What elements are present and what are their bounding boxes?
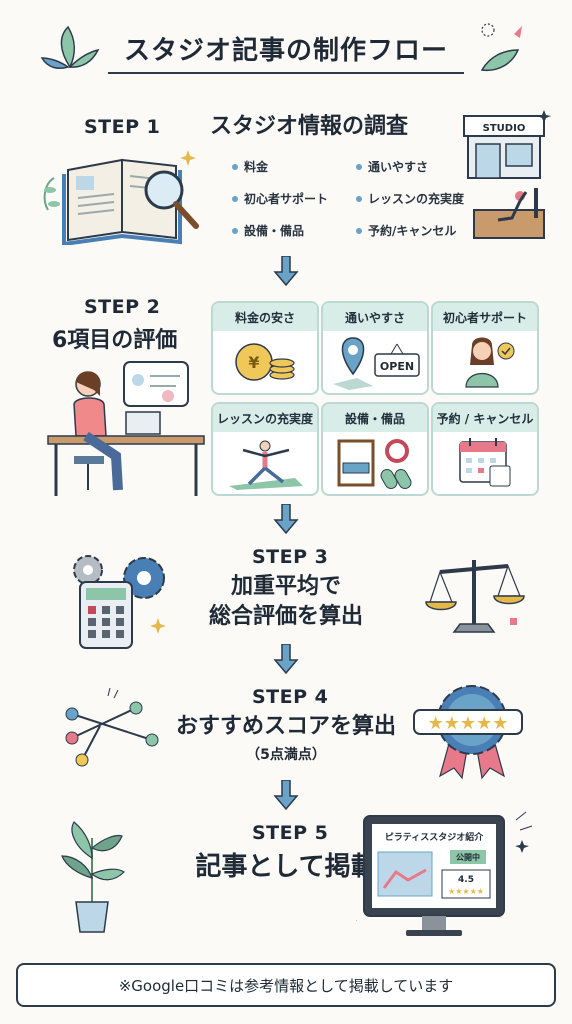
flow-arrow-2-icon <box>273 504 299 534</box>
map-pin-open-sign-icon: OPEN <box>333 337 420 390</box>
eval-card-price-title: 料金の安さ <box>213 303 317 331</box>
step1-bullet-booking: 予約/キャンセル <box>356 222 456 239</box>
rosette-award-icon: ★★★★★ <box>413 685 523 780</box>
balance-scale-icon <box>425 560 525 633</box>
footnote-text: ※Google口コミは参考情報として掲載しています <box>118 976 454 995</box>
screen-stars-icon: ★★★★★ <box>448 887 484 896</box>
eval-card-price: 料金の安さ ¥ <box>211 301 319 395</box>
step3-label: STEP 3 <box>252 546 329 568</box>
flow-arrow-4-icon <box>273 780 299 810</box>
network-graph-icon <box>65 687 159 767</box>
step3-title-line1: 加重平均で <box>230 574 341 599</box>
yen-coins-icon: ¥ <box>235 343 295 381</box>
calculator-gears-icon <box>73 555 166 649</box>
open-sign-text: OPEN <box>380 360 414 373</box>
eval-card-beginner-title: 初心者サポート <box>433 303 537 331</box>
eval-card-lessons: レッスンの充実度 <box>211 402 319 496</box>
eval-card-beginner: 初心者サポート <box>431 301 539 395</box>
instructor-icon <box>465 337 515 388</box>
calendar-icon <box>459 438 511 487</box>
step4-title: おすすめスコアを算出 <box>175 714 396 739</box>
screen-published-badge: 公開中 <box>456 852 480 862</box>
book-magnifier-icon <box>43 150 199 245</box>
star-rating-icon: ★★★★★ <box>428 713 509 734</box>
studio-building-icon: STUDIO <box>463 110 551 239</box>
step1-bullet-access: 通いやすさ <box>356 158 428 175</box>
flow-arrow-1-icon <box>273 256 299 286</box>
eval-card-access-title: 通いやすさ <box>323 303 427 331</box>
potted-plant-icon <box>61 821 125 933</box>
title-underline <box>108 72 464 74</box>
step4-subtitle: （5点満点） <box>246 747 326 763</box>
step1-label: STEP 1 <box>84 116 161 138</box>
step1-bullet-equipment: 設備・備品 <box>232 222 304 239</box>
footnote-box: ※Google口コミは参考情報として掲載しています <box>16 963 556 1007</box>
screen-article-title: ピラティススタジオ紹介 <box>385 831 484 843</box>
step2-title: 6項目の評価 <box>52 328 178 353</box>
monitor-article-icon: ピラティススタジオ紹介 公開中 4.5 ★★★★★ <box>356 811 533 936</box>
step2-label: STEP 2 <box>84 296 161 318</box>
reformer-mat-icon <box>337 439 412 489</box>
screen-score: 4.5 <box>458 875 474 885</box>
step1-bullet-price: 料金 <box>232 158 268 175</box>
step5-label: STEP 5 <box>252 822 329 844</box>
eval-card-equipment: 設備・備品 <box>321 402 429 496</box>
eval-card-booking-title: 予約 / キャンセル <box>433 404 537 432</box>
step5-title: 記事として掲載 <box>195 852 377 882</box>
step1-bullet-beginner: 初心者サポート <box>232 190 328 207</box>
leaf-decoration-icon <box>40 25 100 70</box>
step3-title-line2: 総合評価を算出 <box>208 604 363 629</box>
page-title: スタジオ記事の制作フロー <box>123 36 448 66</box>
person-at-desk-icon <box>47 361 205 496</box>
studio-sign-text: STUDIO <box>483 123 526 134</box>
yoga-pose-icon <box>229 440 303 490</box>
flow-arrow-3-icon <box>273 644 299 674</box>
eval-card-lessons-title: レッスンの充実度 <box>213 404 317 432</box>
leaf-decoration-right-icon <box>480 23 522 72</box>
eval-card-booking: 予約 / キャンセル <box>431 402 539 496</box>
eval-card-access: 通いやすさ OPEN <box>321 301 429 395</box>
eval-card-equipment-title: 設備・備品 <box>323 404 427 432</box>
step1-title: スタジオ情報の調査 <box>210 114 409 139</box>
step1-bullet-lessons: レッスンの充実度 <box>356 190 464 207</box>
yen-symbol: ¥ <box>248 353 259 372</box>
step4-label: STEP 4 <box>252 686 329 708</box>
